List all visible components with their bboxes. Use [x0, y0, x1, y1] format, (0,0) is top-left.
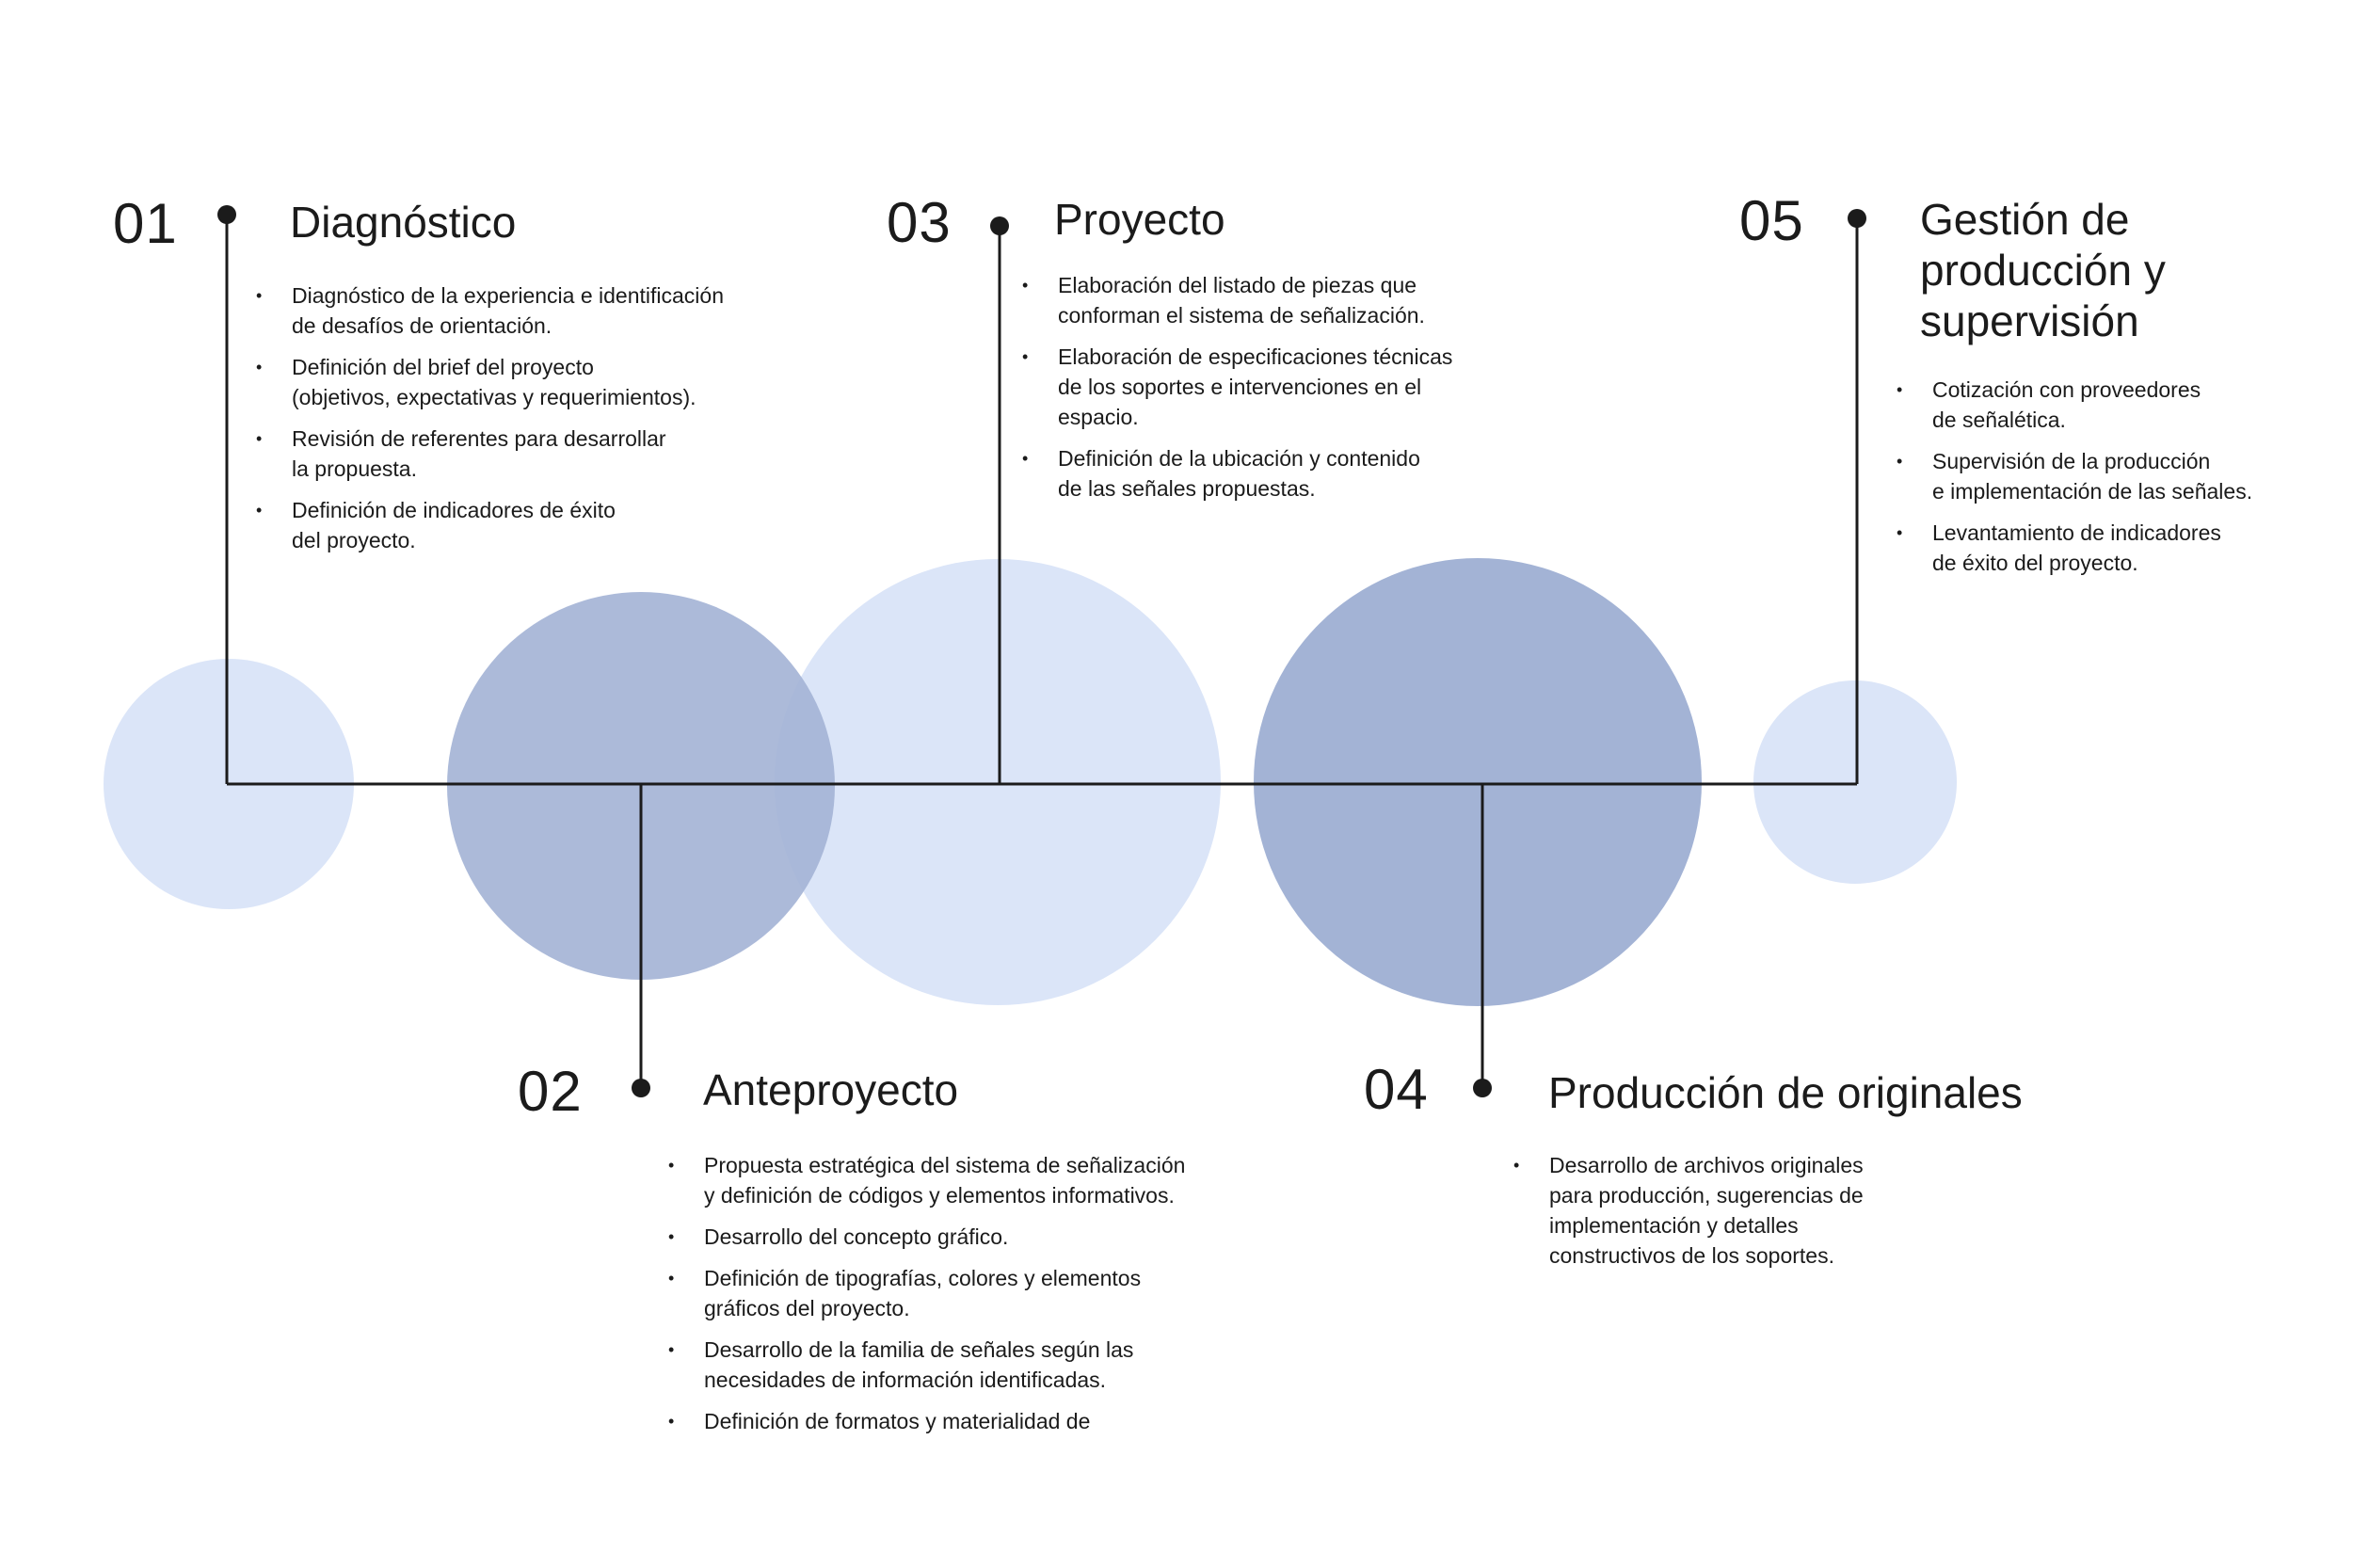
- stage-03-item: Elaboración de especificaciones técnicas…: [1022, 342, 1530, 432]
- stage-03-title: Proyecto: [1054, 195, 1225, 244]
- stage-01-list: Diagnóstico de la experiencia e identifi…: [256, 280, 783, 567]
- stage-05-number: 05: [1739, 189, 1804, 252]
- stage-05-item: Levantamiento de indicadores de éxito de…: [1897, 518, 2339, 578]
- stage-03-list: Elaboración del listado de piezas que co…: [1022, 270, 1530, 515]
- stage-02-title: Anteproyecto: [703, 1065, 959, 1114]
- stage-02-item: Desarrollo del concepto gráfico.: [668, 1222, 1252, 1252]
- stage-04-circle: [1254, 558, 1702, 1006]
- stage-05-item: Cotización con proveedores de señalética…: [1897, 375, 2339, 435]
- stage-01-number: 01: [113, 192, 178, 255]
- stage-01-item: Diagnóstico de la experiencia e identifi…: [256, 280, 783, 341]
- stage-04-number: 04: [1364, 1058, 1429, 1121]
- stage-05-circle: [1753, 680, 1957, 884]
- stage-04-item: Desarrollo de archivos originales para p…: [1513, 1150, 1965, 1271]
- stage-03-item: Definición de la ubicación y contenido d…: [1022, 443, 1530, 504]
- stage-05-item: Supervisión de la producción e implement…: [1897, 446, 2339, 506]
- stage-05-title: Gestión de producción y supervisión: [1920, 195, 2166, 345]
- stage-02-list: Propuesta estratégica del sistema de señ…: [668, 1150, 1252, 1448]
- stage-04-dot: [1473, 1079, 1492, 1097]
- stage-02-item: Definición de tipografías, colores y ele…: [668, 1263, 1252, 1323]
- stage-04-list: Desarrollo de archivos originales para p…: [1513, 1150, 1965, 1282]
- stage-04-title: Producción de originales: [1548, 1068, 2023, 1117]
- stage-02-dot: [632, 1079, 650, 1097]
- stage-01-item: Revisión de referentes para desarrollar …: [256, 424, 783, 484]
- stage-02-item: Propuesta estratégica del sistema de señ…: [668, 1150, 1252, 1210]
- stage-01-item: Definición de indicadores de éxito del p…: [256, 495, 783, 555]
- stage-01-title: Diagnóstico: [290, 198, 517, 247]
- stage-02-number: 02: [518, 1060, 583, 1123]
- stage-01-item: Definición del brief del proyecto (objet…: [256, 352, 783, 412]
- stage-03-number: 03: [887, 191, 952, 254]
- stage-02-item: Definición de formatos y materialidad de: [668, 1406, 1252, 1436]
- stage-05-dot: [1848, 209, 1866, 228]
- stage-03-circle: [775, 559, 1221, 1005]
- stage-02-item: Desarrollo de la familia de señales segú…: [668, 1335, 1252, 1395]
- stage-03-item: Elaboración del listado de piezas que co…: [1022, 270, 1530, 330]
- stage-05-list: Cotización con proveedores de señalética…: [1897, 375, 2339, 589]
- stage-01-dot: [217, 205, 236, 224]
- stage-03-dot: [990, 216, 1009, 235]
